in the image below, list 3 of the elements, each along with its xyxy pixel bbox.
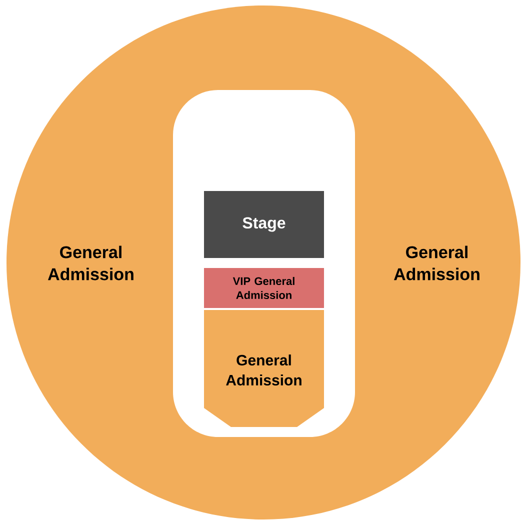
stage-block: Stage xyxy=(204,191,324,258)
seating-section: VIP General Admission xyxy=(204,268,324,308)
seating-section: General Admission xyxy=(204,310,324,427)
